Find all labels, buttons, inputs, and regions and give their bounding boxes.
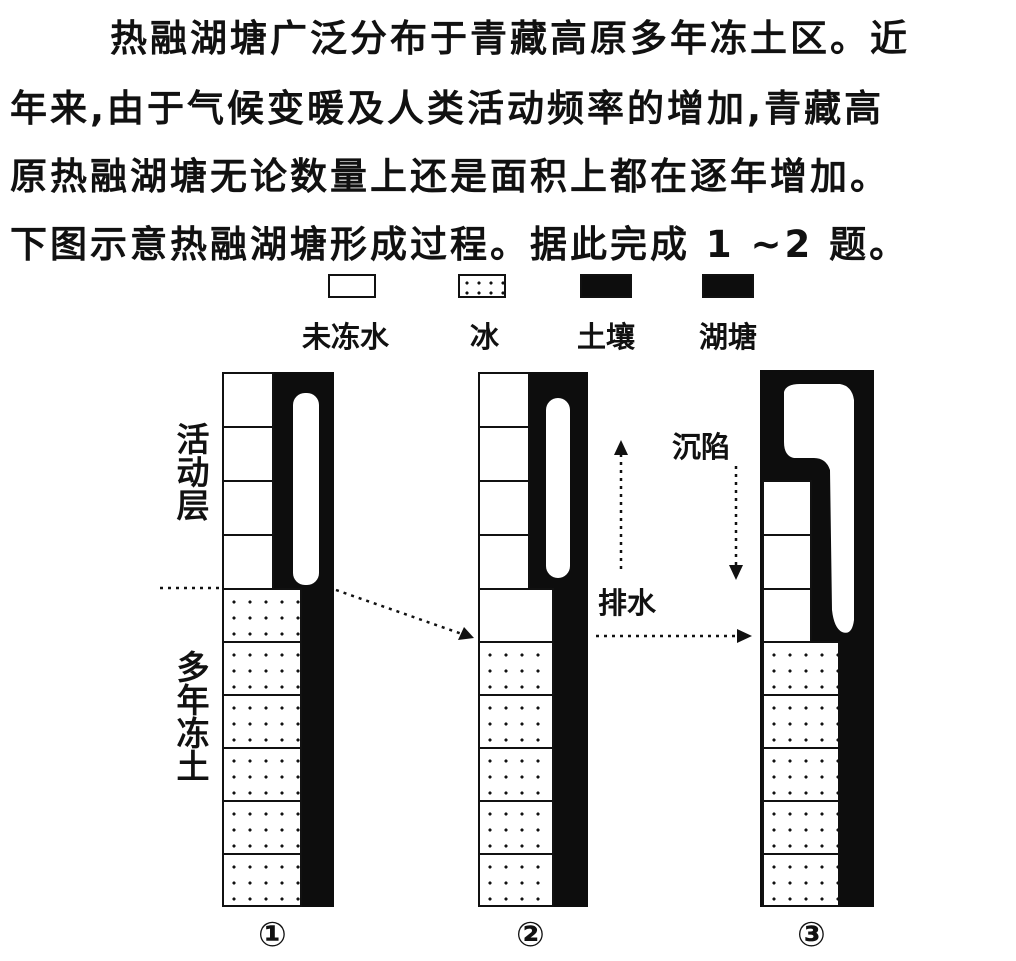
- arrow-2-to-3-head: [737, 629, 752, 643]
- panel-3-ice-cell: [762, 694, 840, 749]
- panel-1-ice-cell: [222, 747, 302, 802]
- panel-1-ice-cell: [222, 588, 302, 643]
- panel-3-lake: [784, 384, 854, 633]
- panel-1-melt-water: [293, 393, 319, 585]
- panel-2-ice-cell: [478, 641, 554, 696]
- panel-1-ice-cell: [222, 641, 302, 696]
- legend-soil-label: 土壤: [577, 320, 636, 354]
- panel-2-water-cell: [478, 372, 530, 428]
- subsidence-arrow-head: [729, 565, 743, 580]
- question-line-1: 热融湖塘广泛分布于青藏高原多年冻土区。近: [110, 17, 910, 60]
- drainage-arrow-head: [614, 440, 628, 455]
- permafrost-text: 多年冻土: [171, 650, 210, 782]
- permafrost-label: 多年冻土: [170, 650, 210, 791]
- legend-unfrozen-water-label: 未冻水: [302, 320, 390, 354]
- question-line-2: 年来,由于气候变暖及人类活动频率的增加,青藏高: [10, 87, 885, 130]
- question-line-3: 原热融湖塘无论数量上还是面积上都在逐年增加。: [10, 155, 890, 198]
- panel-3-ice-cell: [762, 853, 840, 907]
- drainage-label: 排水: [598, 586, 657, 620]
- legend-soil-swatch: [580, 274, 632, 298]
- legend-ice-label: 冰: [470, 320, 500, 354]
- panel-1-label: ①: [258, 915, 287, 955]
- panel-3-label: ③: [797, 915, 826, 955]
- panel-1-ice-cell: [222, 853, 302, 907]
- active-layer-text: 活动层: [171, 422, 210, 521]
- panel-2-ice-cell: [478, 747, 554, 802]
- subsidence-label: 沉陷: [672, 430, 731, 464]
- panel-2-water-cell: [478, 480, 530, 536]
- panel-2-water-cell: [478, 426, 530, 482]
- question-line-4: 下图示意热融湖塘形成过程。据此完成 1 ~2 题。: [10, 223, 910, 266]
- panel-2-melt-water: [546, 398, 570, 578]
- panel-3-water-cell: [762, 534, 812, 590]
- arrow-1-to-2-head: [458, 627, 474, 640]
- panel-2-label: ②: [516, 915, 545, 955]
- active-layer-label: 活动层: [170, 422, 210, 530]
- legend-unfrozen-water-swatch: [328, 274, 376, 298]
- panel-3-ice-cell: [762, 800, 840, 855]
- panel-1-water-cell: [222, 480, 274, 536]
- arrow-1-to-2: [335, 588, 463, 636]
- legend-lake-swatch: [702, 274, 754, 298]
- panel-1-ice-cell: [222, 800, 302, 855]
- panel-2-ice-cell: [478, 694, 554, 749]
- panel-1-water-cell: [222, 426, 274, 482]
- panel-2-ice-cell: [478, 853, 554, 907]
- panel-3-ice-cell: [762, 747, 840, 802]
- panel-1-ice-cell: [222, 694, 302, 749]
- legend-ice-swatch: [458, 274, 506, 298]
- legend-lake-label: 湖塘: [699, 320, 758, 354]
- panel-1-water-cell: [222, 372, 274, 428]
- panel-3-ice-cell: [762, 641, 840, 696]
